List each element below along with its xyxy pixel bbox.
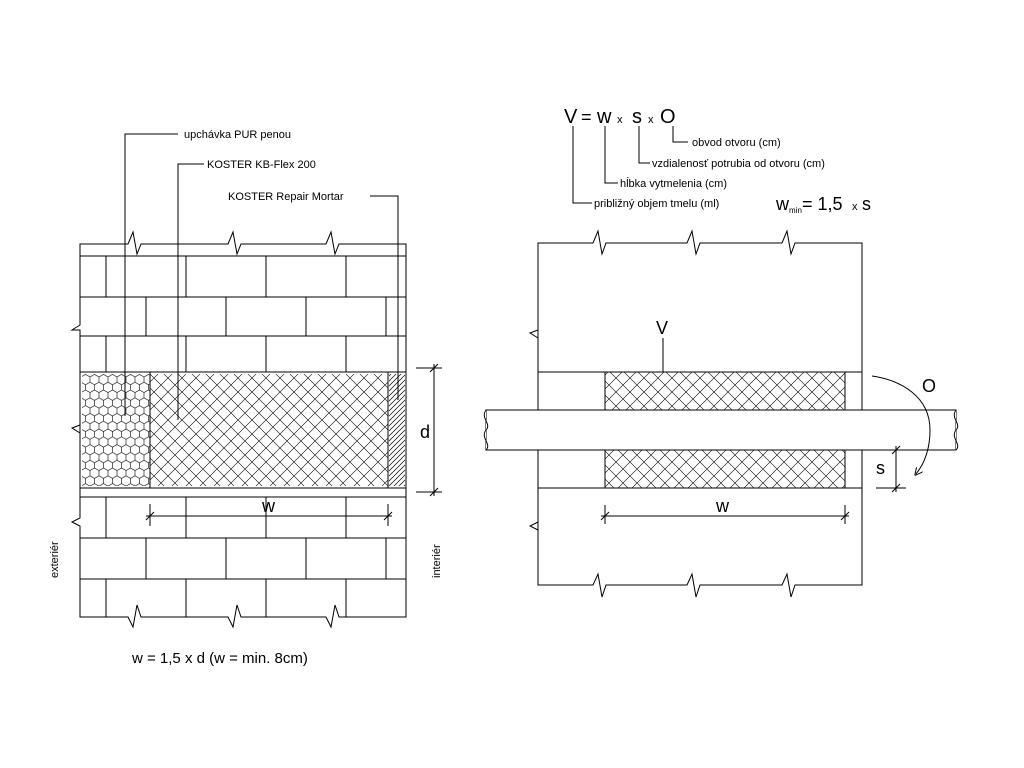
formula-V: V bbox=[564, 106, 578, 128]
formula-eq: = bbox=[581, 107, 592, 127]
left-leaders bbox=[124, 133, 399, 420]
legend-O: obvod otvoru (cm) bbox=[692, 137, 781, 149]
kb-flex-fill bbox=[150, 374, 388, 486]
dim-s-line bbox=[876, 445, 906, 493]
upper-brick-wall bbox=[70, 230, 407, 373]
formula-s: s bbox=[632, 106, 642, 128]
right-detail bbox=[483, 126, 959, 598]
legend-V: približný objem tmelu (ml) bbox=[594, 198, 719, 210]
dim-d-label: d bbox=[420, 422, 430, 442]
formula-x2: x bbox=[648, 114, 654, 126]
formula-O: O bbox=[660, 106, 676, 128]
callout-repair-mortar: KOSTER Repair Mortar bbox=[228, 191, 344, 203]
side-exterior-label: exteriér bbox=[49, 541, 61, 578]
dim-d-line bbox=[416, 363, 442, 497]
side-interior-label: interiér bbox=[431, 544, 443, 578]
wmin-w: w bbox=[775, 194, 790, 214]
left-opening bbox=[70, 371, 407, 489]
left-formula: w = 1,5 x d (w = min. 8cm) bbox=[131, 650, 308, 667]
sealant-upper bbox=[604, 371, 846, 411]
wmin-x: x bbox=[852, 201, 858, 213]
wmin-s: s bbox=[862, 194, 871, 214]
dim-w-label-left: w bbox=[261, 496, 276, 516]
dim-w-label-right: w bbox=[715, 496, 730, 516]
wmin-sub: min bbox=[789, 206, 802, 215]
callout-pur-foam: upchávka PUR penou bbox=[184, 129, 291, 141]
formula-x1: x bbox=[617, 114, 623, 126]
circumference-arrow bbox=[871, 375, 931, 474]
sealant-lower bbox=[604, 449, 846, 489]
label-s: s bbox=[876, 458, 885, 478]
wmin-rest: = 1,5 bbox=[802, 194, 843, 214]
pipe bbox=[483, 409, 959, 451]
legend-s: vzdialenosť potrubia od otvoru (cm) bbox=[652, 158, 825, 170]
dim-w-line bbox=[145, 504, 393, 526]
label-V: V bbox=[656, 318, 668, 338]
legend-w: hĺbka vytmelenia (cm) bbox=[620, 177, 727, 190]
label-O: O bbox=[922, 376, 936, 396]
formula-leaders bbox=[572, 126, 688, 204]
left-detail bbox=[70, 133, 442, 629]
formula-w: w bbox=[596, 106, 612, 128]
pur-foam-fill bbox=[82, 374, 150, 486]
lower-brick-wall bbox=[70, 487, 407, 629]
dim-w-line-right bbox=[600, 505, 850, 524]
callout-kb-flex: KOSTER KB-Flex 200 bbox=[207, 159, 316, 171]
repair-mortar-fill bbox=[389, 374, 405, 486]
